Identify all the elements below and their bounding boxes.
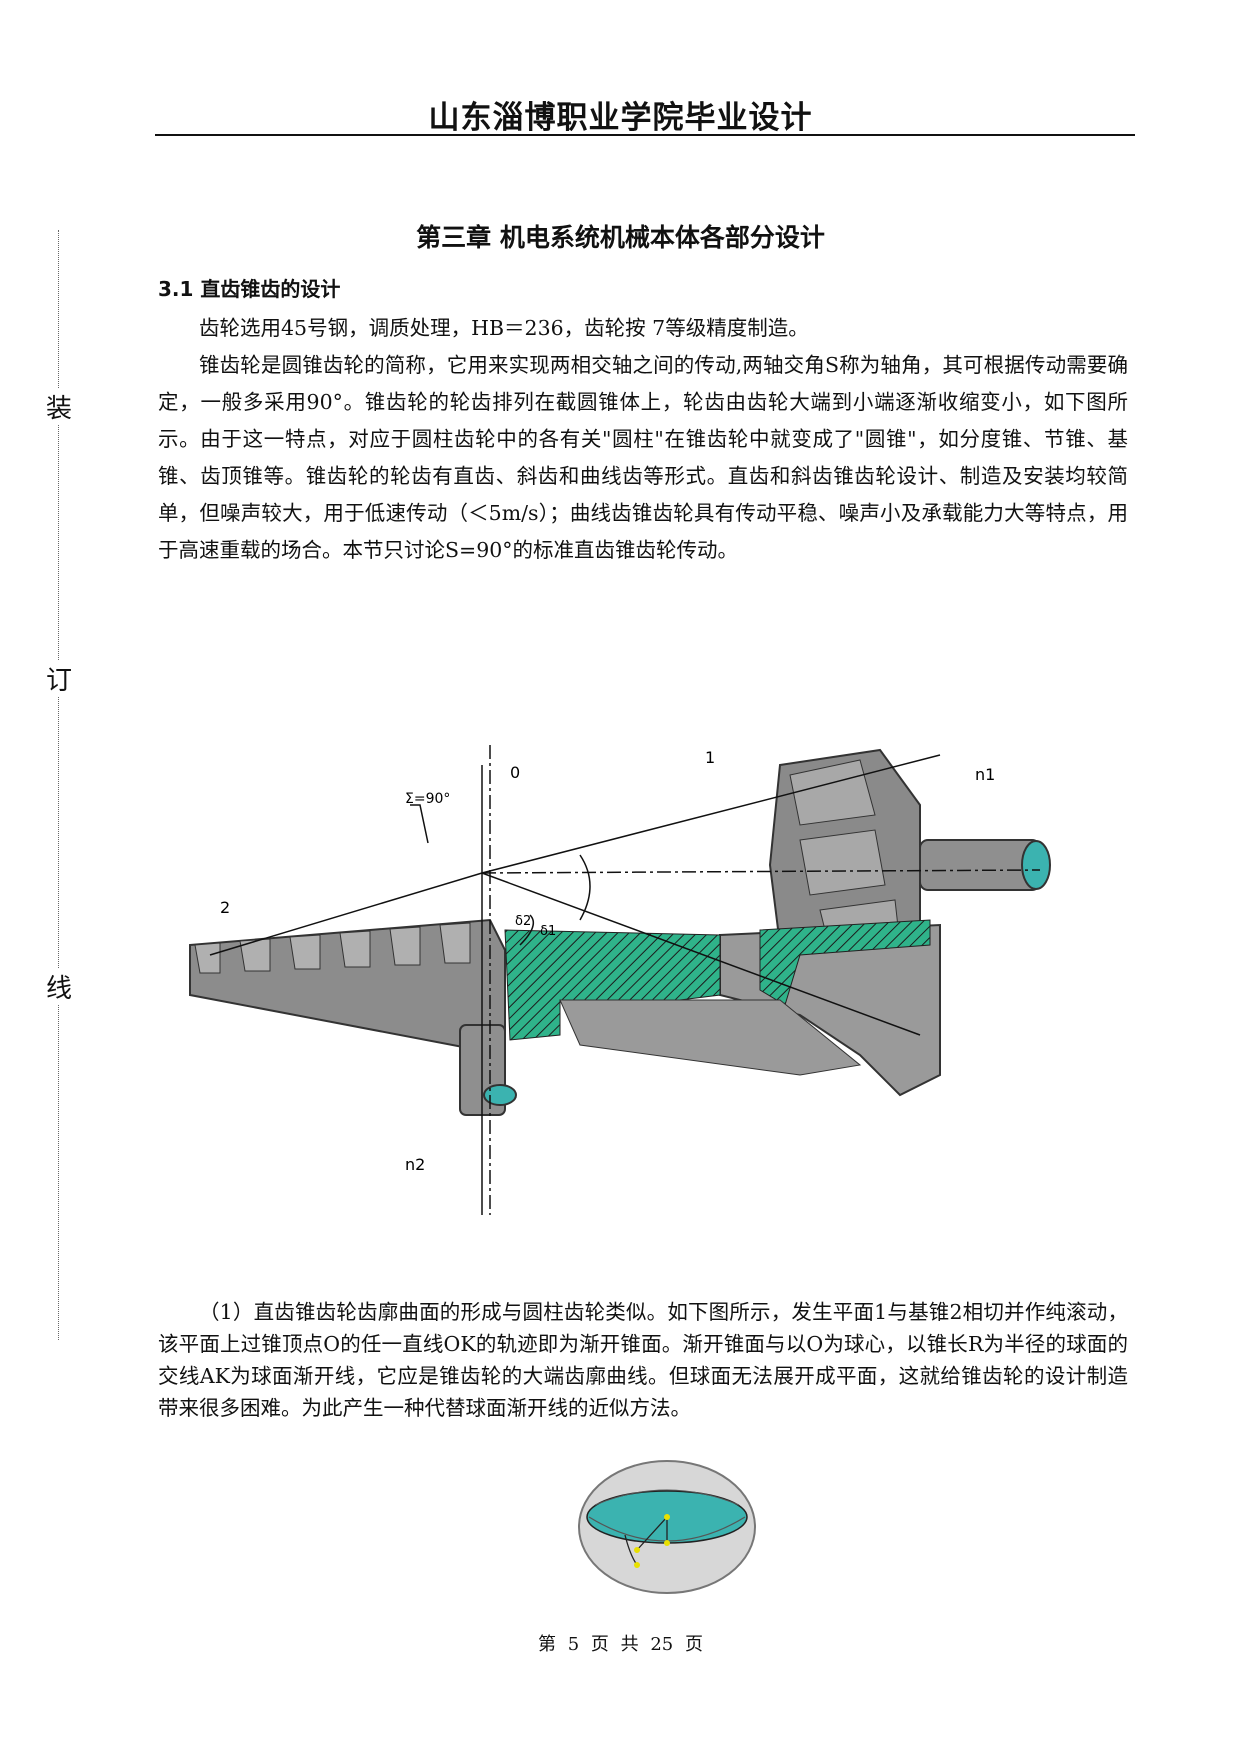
header-title: 山东淄博职业学院毕业设计 [428, 100, 813, 136]
gear-1 [719, 748, 1051, 1097]
binding-char-zhuang: 装 [44, 388, 74, 425]
binding-char-xian: 线 [44, 968, 74, 1005]
paragraph-bevel-intro: 锥齿轮是圆锥齿轮的简称，它用来实现两相交轴之间的传动,两轴交角S称为轴角，其可根… [158, 353, 1128, 562]
header-rule [155, 134, 1135, 136]
label-origin: 0 [510, 763, 520, 782]
page-footer: 第 5 页 共 25 页 [538, 1634, 703, 1655]
label-n1: n1 [975, 765, 995, 784]
label-sigma: Σ=90° [405, 791, 450, 807]
section-title: 3.1 直齿锥齿的设计 [158, 277, 341, 301]
chapter-title: 第三章 机电系统机械本体各部分设计 [416, 223, 825, 252]
label-gear-2: 2 [220, 898, 230, 917]
label-gear-1: 1 [705, 748, 715, 767]
spherical-involute-figure [578, 1460, 756, 1594]
label-delta1: δ1 [540, 924, 556, 939]
label-delta2: δ2 [515, 914, 531, 929]
binding-line [58, 230, 59, 1340]
label-n2: n2 [405, 1155, 425, 1174]
gear-2 [189, 918, 862, 1116]
bevel-gear-figure: 1 2 0 Σ=90° δ2 δ1 n1 n2 [189, 745, 1051, 1215]
construction-lines [209, 745, 1041, 1215]
paragraph-involute-cone: （1）直齿锥齿轮齿廓曲面的形成与圆柱齿轮类似。如下图所示，发生平面1与基锥2相切… [158, 1300, 1128, 1420]
binding-char-ding: 订 [44, 660, 74, 697]
paragraph-material: 齿轮选用45号钢，调质处理，HB＝236，齿轮按 7等级精度制造。 [199, 316, 809, 340]
